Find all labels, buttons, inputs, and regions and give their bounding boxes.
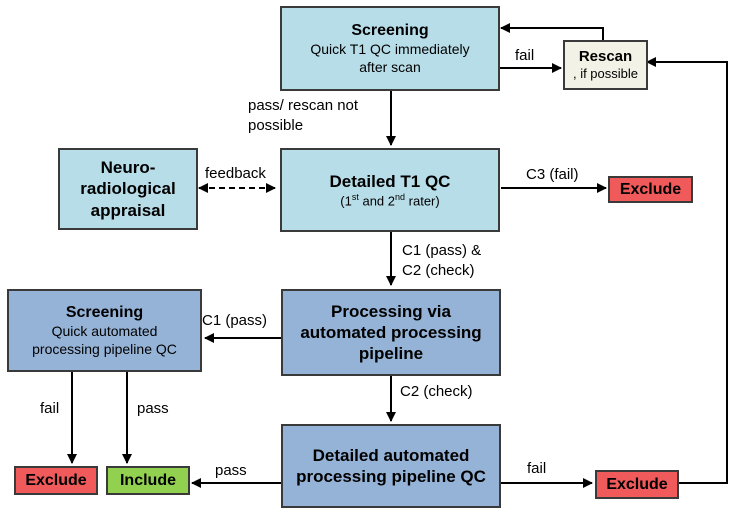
label-fail-bottom: fail — [527, 460, 547, 477]
label-pass-rescan-1: pass/ rescan not — [248, 97, 359, 114]
processing-box: Processing via automated processing pipe… — [281, 289, 501, 376]
exclude-c3-box: Exclude — [608, 176, 693, 203]
processing-title: Processing via automated processing pipe… — [300, 301, 482, 364]
label-c3-fail: C3 (fail) — [526, 166, 579, 183]
exclude-c3-label: Exclude — [619, 180, 682, 198]
rescan-sub: , if possible — [572, 66, 639, 82]
label-fail-left: fail — [40, 400, 60, 417]
screening-box: Screening Quick T1 QC immediately after … — [280, 6, 500, 91]
label-c1c2-2: C2 (check) — [402, 262, 475, 279]
detailed-t1-title: Detailed T1 QC — [329, 171, 451, 191]
exclude-bottom-box: Exclude — [595, 470, 679, 499]
exclude-bottom-label: Exclude — [606, 475, 668, 493]
detailed-auto-box: Detailed automated processing pipeline Q… — [281, 424, 501, 508]
rescan-box: Rescan , if possible — [563, 40, 648, 90]
neuro-box: Neuro-radiological appraisal — [58, 148, 198, 230]
screening-auto-title: Screening — [65, 304, 144, 321]
arrow-exclude-bottom-to-rescan — [646, 57, 728, 484]
label-c1c2-1: C1 (pass) & — [402, 242, 482, 259]
label-pass-bottom: pass — [215, 462, 247, 479]
screening-auto-box: Screening Quick automated processing pip… — [7, 289, 202, 372]
include-label: Include — [119, 471, 176, 489]
detailed-auto-title: Detailed automated processing pipeline Q… — [296, 445, 486, 486]
detailed-t1-box: Detailed T1 QC (1st and 2nd rater) — [280, 148, 500, 232]
label-c1-pass: C1 (pass) — [202, 312, 268, 329]
label-fail-top: fail — [515, 47, 535, 64]
screening-title: Screening — [351, 22, 429, 39]
label-pass-left: pass — [137, 400, 169, 417]
screening-auto-sub: Quick automated processing pipeline QC — [32, 323, 177, 357]
rescan-title: Rescan — [578, 47, 633, 65]
label-c2-check: C2 (check) — [400, 383, 473, 400]
exclude-left-label: Exclude — [25, 471, 87, 489]
detailed-t1-raters: (1st and 2nd rater) — [340, 191, 440, 209]
exclude-left-box: Exclude — [14, 466, 98, 495]
arrow-rescan-to-screening — [500, 23, 604, 40]
include-box: Include — [106, 466, 190, 495]
label-feedback: feedback — [205, 165, 266, 182]
screening-sub: Quick T1 QC immediately after scan — [310, 41, 470, 75]
neuro-title: Neuro-radiological appraisal — [80, 158, 176, 220]
label-pass-rescan-2: possible — [248, 117, 304, 134]
